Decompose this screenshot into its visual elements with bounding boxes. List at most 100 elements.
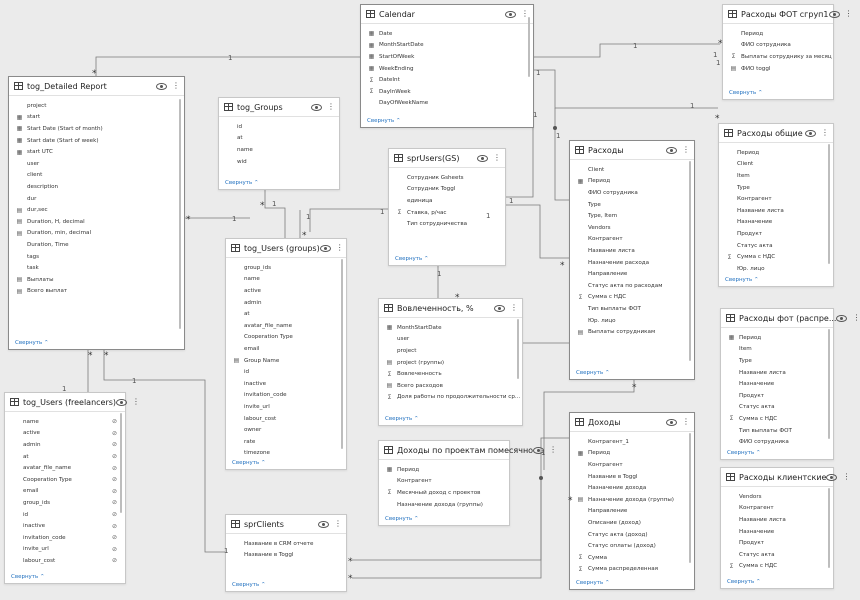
scrollbar[interactable] <box>341 259 343 449</box>
scrollbar[interactable] <box>828 144 830 264</box>
visibility-eye-icon[interactable] <box>319 244 331 252</box>
field-row[interactable]: labour_cost <box>226 413 346 425</box>
field-row[interactable]: ▤Выплаты сотрудникам <box>570 326 694 338</box>
field-row[interactable]: единица <box>389 195 505 207</box>
field-row[interactable]: Тип сотрудничества <box>389 218 505 230</box>
field-row[interactable]: ▦Период <box>721 332 833 344</box>
field-row[interactable]: Контрагент_1 <box>570 436 694 448</box>
more-options-icon[interactable]: ⋮ <box>132 397 141 406</box>
field-row[interactable]: Статус акта <box>721 549 833 561</box>
field-row[interactable]: Статус оплаты (доход) <box>570 540 694 552</box>
field-row[interactable]: Название в Toggl <box>570 471 694 483</box>
table-header[interactable]: Доходы⋮ <box>570 413 694 432</box>
field-row[interactable]: user <box>379 334 522 346</box>
field-row[interactable]: ▦Start Date (Start of month) <box>9 123 184 135</box>
field-row[interactable]: Item <box>721 344 833 356</box>
field-row[interactable]: Контрагент <box>719 193 833 205</box>
collapse-link[interactable]: Свернуть ⌃ <box>725 277 759 283</box>
field-row[interactable]: group_ids⊘ <box>5 497 125 509</box>
field-row[interactable]: Type, Item <box>570 210 694 222</box>
visibility-eye-icon[interactable] <box>116 398 128 406</box>
field-row[interactable]: invite_url⊘ <box>5 544 125 556</box>
field-row[interactable]: ▦StartOfWeek <box>361 51 533 63</box>
visibility-eye-icon[interactable] <box>826 473 838 481</box>
field-row[interactable]: owner <box>226 424 346 436</box>
field-row[interactable]: Продукт <box>721 390 833 402</box>
field-row[interactable]: ▤Всего расходов <box>379 380 522 392</box>
table-card-detailed[interactable]: tog_Detailed Report⋮project▦start▦Start … <box>8 76 185 350</box>
hidden-eye-icon[interactable]: ⊘ <box>111 534 117 542</box>
collapse-link[interactable]: Свернуть ⌃ <box>727 579 761 585</box>
field-row[interactable]: Назначение <box>719 217 833 229</box>
more-options-icon[interactable]: ⋮ <box>334 519 342 528</box>
field-row[interactable]: Назначение <box>721 526 833 538</box>
field-row[interactable]: Направление <box>570 268 694 280</box>
hidden-eye-icon[interactable]: ⊘ <box>111 557 117 565</box>
table-header[interactable]: sprClients⋮ <box>226 515 346 534</box>
hidden-eye-icon[interactable]: ⊘ <box>111 441 117 449</box>
field-row[interactable]: Сотрудник Toggl <box>389 184 505 196</box>
collapse-link[interactable]: Свернуть ⌃ <box>729 90 763 96</box>
visibility-eye-icon[interactable] <box>836 314 848 322</box>
field-row[interactable]: Название листа <box>721 514 833 526</box>
field-row[interactable]: invitation_code <box>226 390 346 402</box>
field-row[interactable]: avatar_file_name <box>226 320 346 332</box>
field-row[interactable]: Юр. лицо <box>719 263 833 275</box>
collapse-link[interactable]: Свернуть ⌃ <box>576 370 610 376</box>
field-row[interactable]: group_ids <box>226 262 346 274</box>
field-row[interactable]: Период <box>723 28 833 40</box>
field-row[interactable]: inactive <box>226 378 346 390</box>
field-row[interactable]: ▤Duration, H, decimal <box>9 216 184 228</box>
table-header[interactable]: Расходы⋮ <box>570 141 694 160</box>
visibility-eye-icon[interactable] <box>805 129 816 137</box>
field-row[interactable]: ▦Период <box>570 176 694 188</box>
table-header[interactable]: Вовлеченность, %⋮ <box>379 299 522 318</box>
field-row[interactable]: Client <box>719 159 833 171</box>
more-options-icon[interactable]: ⋮ <box>510 303 518 312</box>
field-row[interactable]: name <box>226 274 346 286</box>
visibility-eye-icon[interactable] <box>311 103 322 111</box>
field-row[interactable]: admin⊘ <box>5 439 125 451</box>
field-row[interactable]: labour_cost⊘ <box>5 555 125 567</box>
field-row[interactable]: Контрагент <box>570 459 694 471</box>
field-row[interactable]: Название в CRM отчете <box>226 538 346 550</box>
field-row[interactable]: ▤Group Name <box>226 355 346 367</box>
hidden-eye-icon[interactable]: ⊘ <box>111 522 117 530</box>
hidden-eye-icon[interactable]: ⊘ <box>111 429 117 437</box>
field-row[interactable]: ▦Период <box>570 448 694 460</box>
field-row[interactable]: Duration, Time <box>9 239 184 251</box>
field-row[interactable]: Название в Toggl <box>226 550 346 562</box>
hidden-eye-icon[interactable]: ⊘ <box>111 487 117 495</box>
field-row[interactable]: Название листа <box>721 367 833 379</box>
field-row[interactable]: Cooperation Type <box>226 332 346 344</box>
field-row[interactable]: active⊘ <box>5 428 125 440</box>
field-row[interactable]: id <box>226 366 346 378</box>
table-header[interactable]: tog_Detailed Report⋮ <box>9 77 184 96</box>
more-options-icon[interactable]: ⋮ <box>852 313 860 322</box>
field-row[interactable]: active <box>226 285 346 297</box>
field-row[interactable]: Назначение дохода <box>570 482 694 494</box>
field-row[interactable]: email <box>226 343 346 355</box>
field-row[interactable]: ▤Назначение дохода (группы) <box>570 494 694 506</box>
field-row[interactable]: ▤dur,sec <box>9 204 184 216</box>
more-options-icon[interactable]: ⋮ <box>682 417 690 426</box>
table-header[interactable]: tog_Users (groups)⋮ <box>226 239 346 258</box>
table-header[interactable]: Расходы клиентские⋮ <box>721 468 850 487</box>
field-row[interactable]: Type <box>570 199 694 211</box>
field-row[interactable]: ФИО сотрудника <box>721 436 833 448</box>
field-row[interactable]: name⊘ <box>5 416 125 428</box>
table-header[interactable]: Calendar⋮ <box>361 5 533 24</box>
